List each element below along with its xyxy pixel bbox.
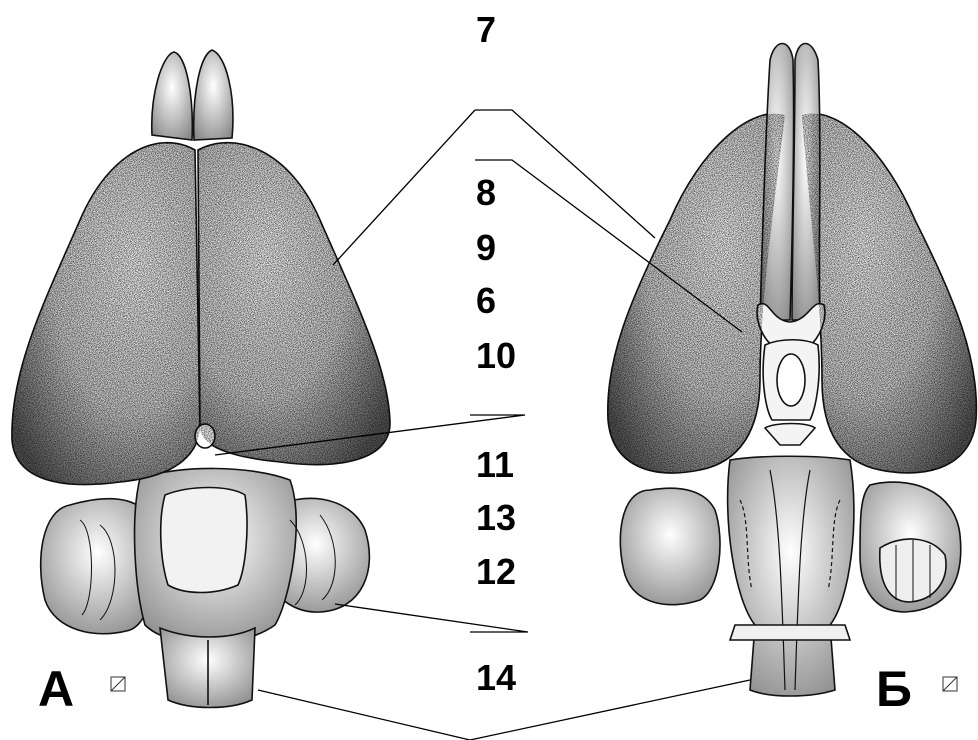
label-8: 8 [476,175,496,211]
right-pituitary [777,354,805,406]
label-13: 13 [476,500,516,536]
leader-12 [335,604,528,632]
left-olfactory-bulb-left [152,52,193,140]
panel-label-b: Б [876,664,912,714]
leader-7-right [475,110,655,238]
label-12: 12 [476,554,516,590]
panel-label-a: А [38,664,74,714]
right-brainstem [728,456,854,696]
label-10: 10 [476,338,516,374]
right-cerebellum-left [620,488,720,604]
small-mark-icon [110,676,126,692]
leader-7-left [333,110,475,265]
label-11: 11 [476,447,514,483]
left-olfactory-bulb-right [194,50,233,140]
label-14: 14 [476,660,516,696]
label-9: 9 [476,230,496,266]
label-6: 6 [476,283,496,319]
label-7: 7 [476,12,496,48]
left-tectum [161,488,247,593]
small-mark-icon [942,676,958,692]
